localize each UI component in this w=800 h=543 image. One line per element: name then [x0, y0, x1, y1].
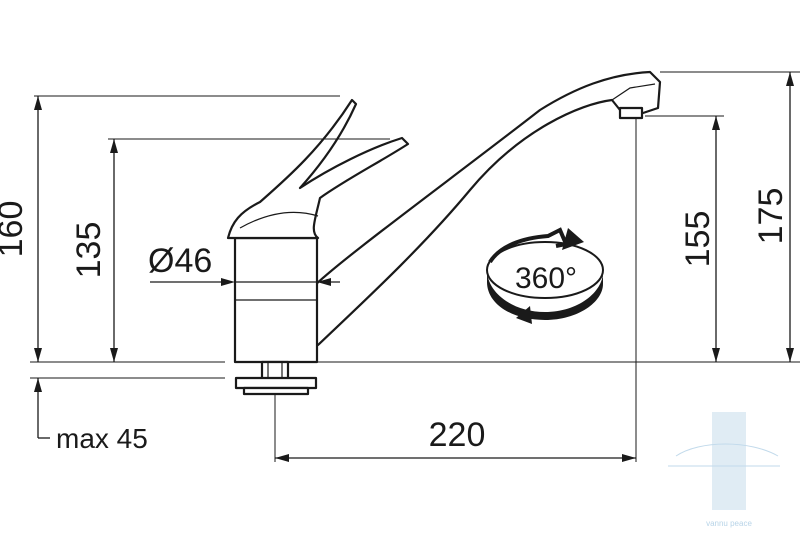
dimension-220: 220 — [274, 118, 637, 462]
spout — [298, 70, 662, 347]
faucet-body — [226, 70, 662, 396]
label-mounting-thickness: max 45 — [56, 423, 148, 454]
label-rotation: 360° — [515, 262, 577, 295]
dimension-135: 135 — [70, 138, 390, 362]
mounting-shank — [234, 360, 318, 396]
label-spout-top-height: 175 — [752, 188, 790, 245]
rotation-arrow-icon — [562, 228, 584, 250]
watermark-logo — [668, 412, 780, 510]
base-lines — [30, 361, 800, 379]
dimension-max45: max 45 — [34, 378, 148, 454]
label-body-diameter: Ø46 — [148, 242, 212, 280]
lever-handle — [226, 98, 410, 240]
label-total-height: 160 — [0, 201, 30, 258]
label-lever-height: 135 — [70, 222, 108, 279]
label-spout-reach: 220 — [429, 416, 486, 454]
rotation-symbol: 360° — [486, 227, 604, 324]
dimension-160: 160 — [0, 95, 340, 362]
label-spout-outlet-height: 155 — [679, 211, 717, 268]
dimension-175: 175 — [660, 71, 800, 362]
watermark-text: vannu peace — [706, 519, 752, 528]
dimension-155: 155 — [645, 115, 724, 362]
dimension-diameter: Ø46 — [148, 242, 340, 286]
